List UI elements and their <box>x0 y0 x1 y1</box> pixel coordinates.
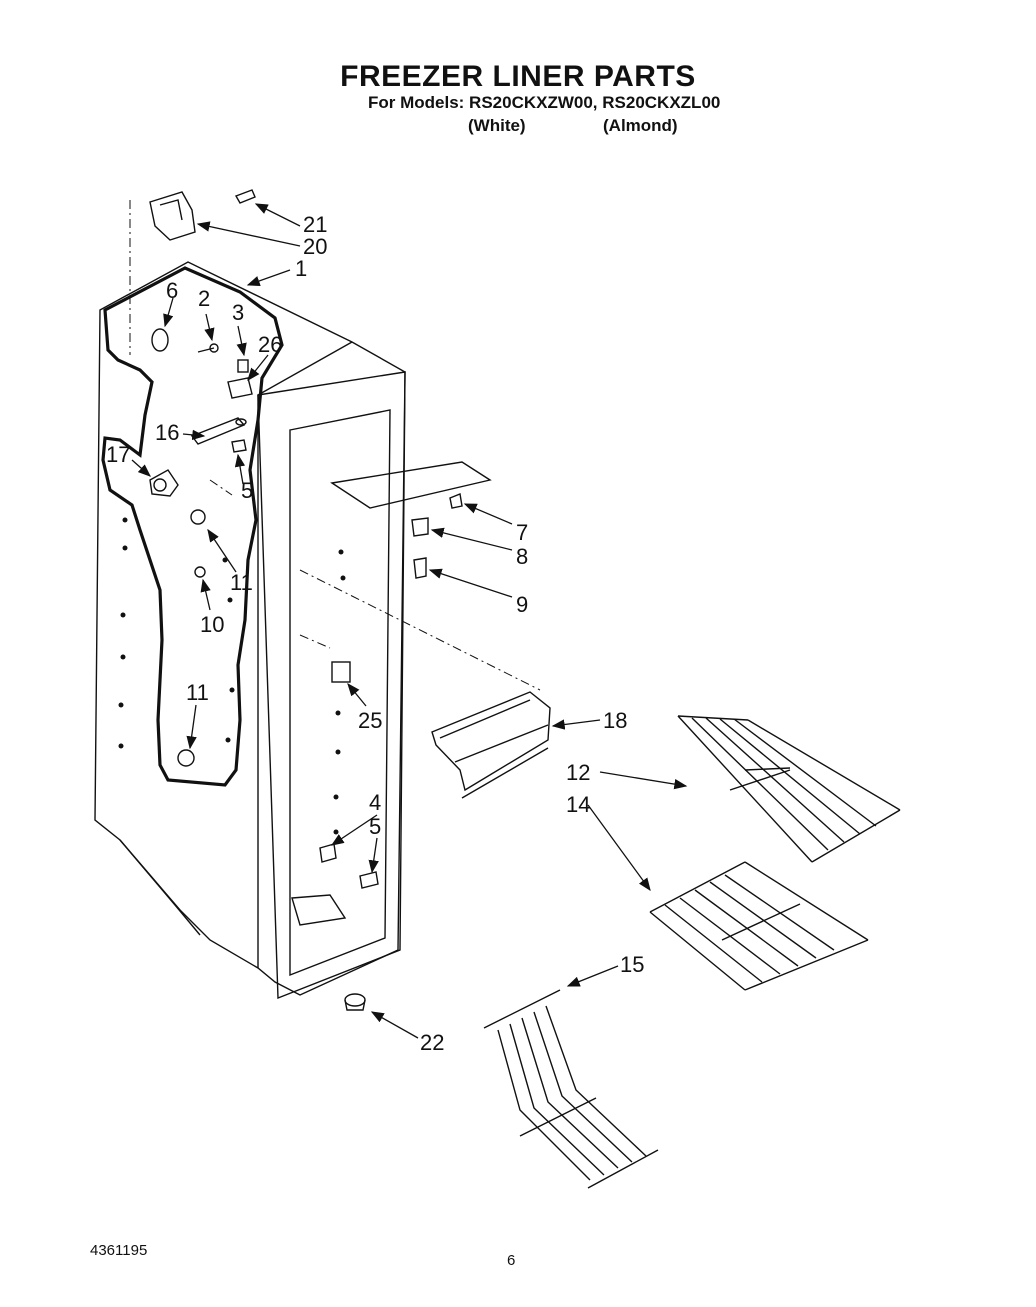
callout-21: 21 <box>303 212 327 237</box>
callout-12: 12 <box>566 760 590 785</box>
page-number: 6 <box>507 1252 516 1269</box>
callout-9: 9 <box>516 592 528 617</box>
liner-holes <box>118 517 346 835</box>
callout-22: 22 <box>420 1030 444 1055</box>
shelf-15 <box>483 989 659 1189</box>
callout-4: 4 <box>369 790 381 815</box>
variant-almond: (Almond) <box>603 116 678 135</box>
callout-26: 26 <box>258 332 282 357</box>
callout-3: 3 <box>232 300 244 325</box>
shelf-12 <box>677 715 901 863</box>
variant-white: (White) <box>468 116 526 135</box>
callout-8: 8 <box>516 544 528 569</box>
freezer-liner <box>94 261 406 1000</box>
callout-6: 6 <box>166 278 178 303</box>
callout-18: 18 <box>603 708 627 733</box>
callout-5-upper: 5 <box>241 478 253 503</box>
callout-16: 16 <box>155 420 179 445</box>
callout-11-lower: 11 <box>186 680 209 705</box>
callout-15: 15 <box>620 952 644 977</box>
callout-14: 14 <box>566 792 590 817</box>
callout-labels: 21 20 1 6 2 3 26 16 17 5 11 10 11 25 4 5… <box>106 212 644 1055</box>
callout-5-lower: 5 <box>369 814 381 839</box>
callout-1: 1 <box>295 256 307 281</box>
callout-25: 25 <box>358 708 382 733</box>
callout-20: 20 <box>303 234 327 259</box>
callout-17: 17 <box>106 442 130 467</box>
callout-11-upper: 11 <box>230 570 253 595</box>
callout-7: 7 <box>516 520 528 545</box>
callout-leaders <box>131 203 688 1039</box>
callout-2: 2 <box>198 286 210 311</box>
hardware-parts <box>149 189 492 1011</box>
models-line: For Models: RS20CKXZW00, RS20CKXZL00 <box>368 93 721 112</box>
part-18-bracket <box>431 691 551 799</box>
liner-gasket-outline <box>101 266 284 787</box>
shelf-14 <box>649 861 869 991</box>
callout-10: 10 <box>200 612 224 637</box>
document-number: 4361195 <box>90 1242 148 1259</box>
guide-lines <box>129 200 541 691</box>
page-title: FREEZER LINER PARTS <box>340 60 696 93</box>
